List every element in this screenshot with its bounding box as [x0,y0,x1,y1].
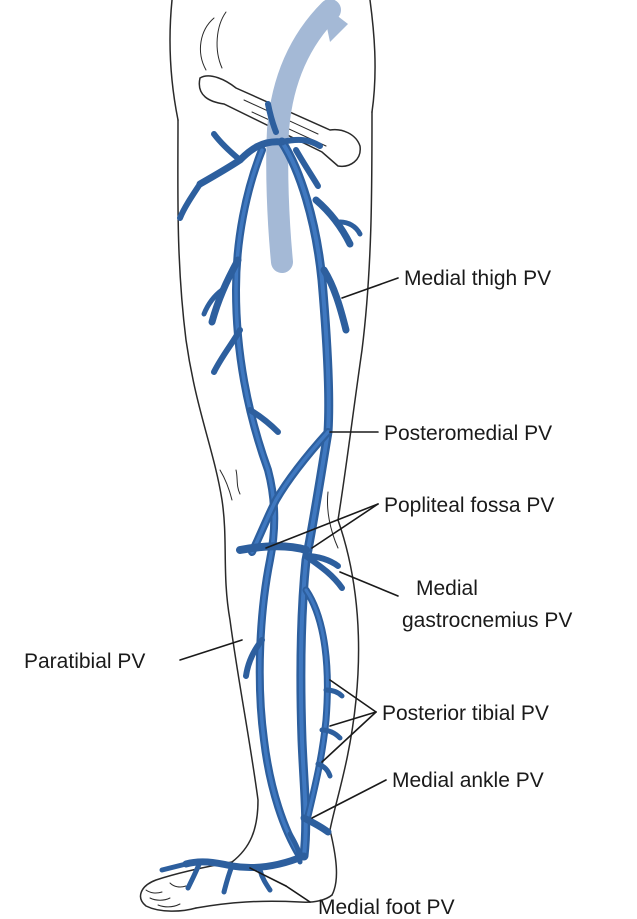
label-medial-gastrocnemius-line2: gastrocnemius PV [402,609,572,632]
label-medial-foot-pv: Medial foot PV [318,896,455,919]
label-popliteal-fossa-pv: Popliteal fossa PV [384,494,554,517]
label-posterior-tibial-pv: Posterior tibial PV [382,702,549,725]
label-medial-ankle-pv: Medial ankle PV [392,769,544,792]
label-paratibial-pv: Paratibial PV [24,650,145,673]
label-posteromedial-pv: Posteromedial PV [384,422,552,445]
label-medial-thigh-pv: Medial thigh PV [404,267,551,290]
saphenous-vein-network [162,104,360,892]
labels: Medial thigh PV Posteromedial PV Poplite… [24,267,572,919]
label-medial-gastrocnemius-line1: Medial [416,577,478,600]
